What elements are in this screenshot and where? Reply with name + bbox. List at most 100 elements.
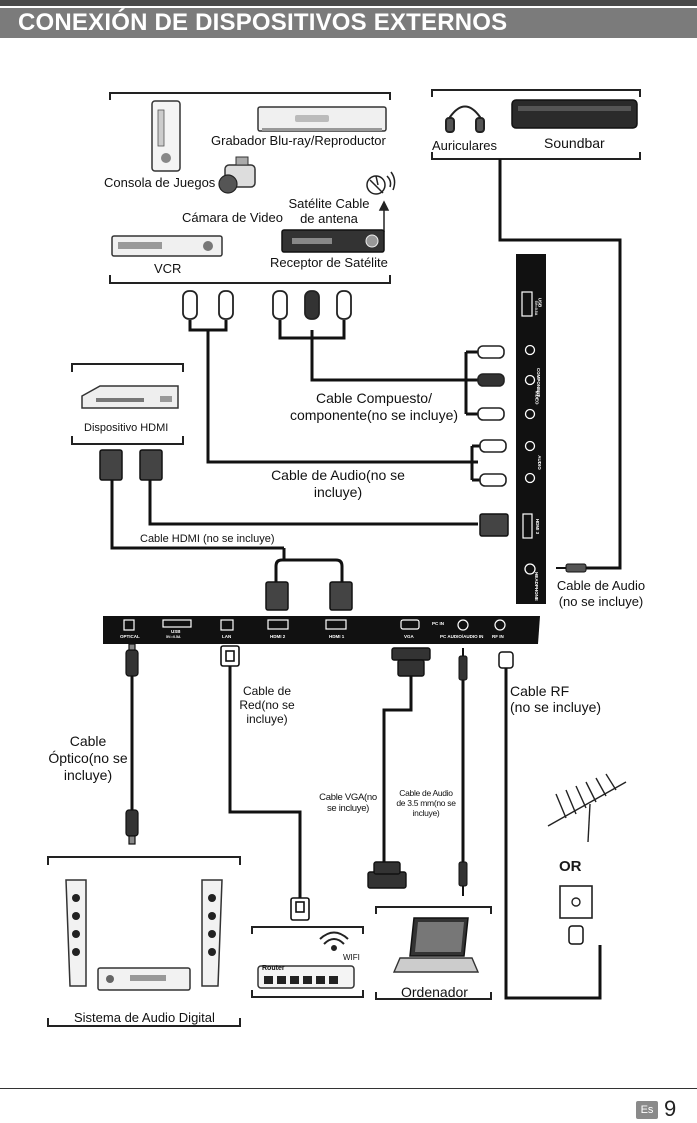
composite-label-line2: componente(no se incluye) (289, 407, 459, 423)
hdmi-device-bracket (71, 363, 184, 445)
optical-line1: Cable (69, 733, 107, 749)
vga-cable-label: Cable VGA(no se incluye) (316, 792, 380, 814)
vga-plugs (367, 647, 431, 889)
wifi-icon (319, 931, 349, 951)
bottom-rf-in-label: RF IN (492, 634, 504, 639)
rf-line2: (no se incluye) (510, 699, 602, 715)
audio35-line1: Cable de Audio (399, 788, 453, 798)
audio-cable-right-label: Cable de Audio (no se incluye) (546, 578, 656, 610)
bottom-usb-label: USB (171, 629, 181, 634)
audio-cable-line1: Cable de Audio(no se (271, 467, 405, 483)
vcr-icon (111, 235, 223, 257)
audio-right-line1: Cable de Audio (556, 578, 646, 593)
audio-out-bracket (431, 89, 641, 160)
satellite-label-line2: de antena (300, 211, 358, 226)
tv-bottom-panel (103, 616, 540, 644)
optical-cable-label: Cable Óptico(no se incluye) (42, 733, 134, 784)
hdmi-plugs (99, 449, 509, 611)
rf-line1: Cable RF (510, 683, 570, 699)
router-bracket (251, 926, 364, 998)
composite-cable-label: Cable Compuesto/ componente(no se incluy… (278, 390, 470, 424)
network-cable-label: Cable de Red(no se incluye) (236, 684, 298, 726)
bottom-pc-in-label: PC IN (432, 621, 445, 626)
audio-right-line2: (no se incluye) (558, 594, 644, 609)
satellite-dish-icon (366, 171, 396, 195)
rca-plugs-top (182, 290, 352, 320)
satellite-receiver-icon (281, 229, 385, 253)
sat-receiver-label: Receptor de Satélite (270, 255, 388, 270)
bottom-pc-audio-label: PC AUDIO/AUDIO IN (440, 634, 484, 639)
headphones-icon (445, 105, 485, 133)
soundbar-icon (511, 99, 638, 129)
bluray-player-icon (257, 106, 387, 132)
console-label: Consola de Juegos (104, 175, 216, 190)
bottom-usb-sub-label: 5V⎓0.5A (166, 635, 181, 639)
satellite-cable-label: Satélite Cable de antena (286, 196, 372, 226)
game-console-icon (151, 100, 181, 172)
soundbar-label: Soundbar (544, 135, 605, 151)
vga-line2: se incluye) (326, 803, 370, 814)
language-badge: Es (636, 1101, 658, 1119)
bottom-hdmi1-label: HDMI 1 (329, 634, 345, 639)
audio35-cable-label: Cable de Audio de 3.5 mm(no se incluye) (392, 788, 460, 818)
audio-cable-line2: incluye) (313, 484, 363, 500)
side-audio-label: AUDIO (536, 455, 542, 470)
bottom-vga-label: VGA (404, 634, 414, 639)
bottom-optical-label: OPTICAL (120, 634, 140, 639)
computer-label: Ordenador (401, 984, 468, 1000)
rca-plugs-side (477, 345, 507, 487)
side-usb-sub-label: 5V⎓0.5A (534, 300, 539, 316)
hdmi-device-label: Dispositivo HDMI (84, 422, 169, 434)
antenna-icon (547, 773, 627, 843)
header-band (0, 8, 697, 38)
optical-plugs (125, 643, 139, 845)
vcr-label: VCR (154, 261, 182, 276)
lan-plugs (220, 645, 310, 921)
footer-divider (0, 1088, 697, 1089)
side-headphone-label: HEADPHONE (533, 572, 539, 601)
or-label: OR (559, 858, 582, 875)
bluray-label: Grabador Blu-ray/Reproductor (211, 133, 386, 148)
audio35-line3: incluye) (412, 808, 440, 818)
bottom-hdmi2-label: HDMI 2 (270, 634, 286, 639)
hdmi-cable-label: Cable HDMI (no se incluye) (140, 533, 275, 545)
wall-socket-icon (559, 885, 593, 919)
network-line3: incluye) (246, 712, 288, 726)
computer-bracket (375, 906, 492, 1000)
sat-antenna-arrow (378, 200, 390, 233)
camera-label: Cámara de Video (182, 210, 283, 225)
headphones-label: Auriculares (432, 138, 498, 153)
rf-plugs (498, 651, 584, 945)
wifi-label: WIFI (343, 953, 360, 962)
digital-audio-system-icon (65, 879, 223, 991)
side-hdmi-label: HDMI 3 (535, 518, 541, 535)
router-icon (257, 965, 355, 989)
side-video-label: VIDEO (534, 390, 540, 405)
page-header: CONEXIÓN DE DISPOSITIVOS EXTERNOS (0, 0, 697, 40)
sources-bracket (109, 92, 391, 284)
network-line2: Red(no se (239, 698, 295, 712)
vga-line1: Cable VGA(no (319, 792, 377, 803)
digital-audio-label: Sistema de Audio Digital (74, 1010, 215, 1025)
tv-side-panel (516, 254, 546, 604)
headphone-plug (556, 563, 587, 573)
page-number: 9 (664, 1096, 677, 1121)
cable-lines (110, 159, 622, 1000)
page-title: CONEXIÓN DE DISPOSITIVOS EXTERNOS (18, 9, 508, 36)
satellite-label-line1: Satélite Cable (288, 196, 370, 211)
hdmi-device-icon (81, 385, 179, 409)
router-label: Router (262, 965, 285, 972)
video-camera-icon (218, 156, 256, 194)
network-line1: Cable de (242, 684, 292, 698)
optical-line3: incluye) (63, 767, 113, 783)
optical-line2: Óptico(no se (48, 750, 128, 766)
digital-audio-bracket (47, 856, 241, 1027)
audio35-line2: de 3.5 mm(no se (396, 798, 456, 808)
composite-label-line1: Cable Compuesto/ (316, 390, 432, 406)
audio-cable-label: Cable de Audio(no se incluye) (258, 467, 418, 501)
laptop-icon (392, 917, 480, 973)
audio-35-plugs (458, 648, 468, 896)
rf-cable-label: Cable RF (no se incluye) (510, 683, 601, 715)
bottom-lan-label: LAN (222, 634, 232, 639)
